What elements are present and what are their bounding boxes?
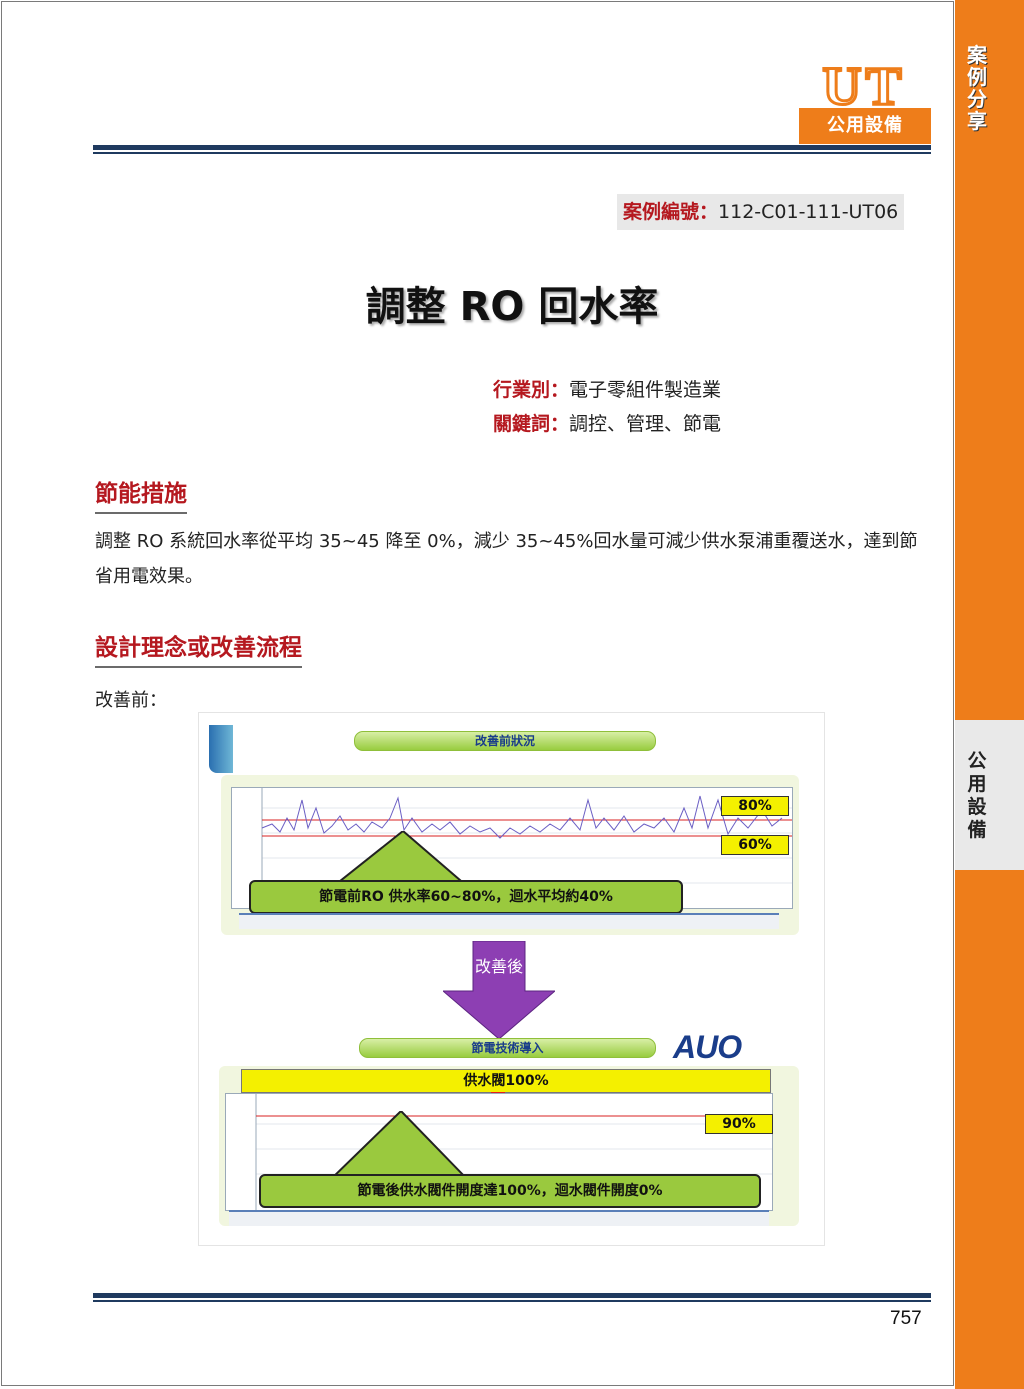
keywords-value: 調控、管理、節電 <box>569 413 722 435</box>
case-number-label: 案例編號： <box>623 201 719 223</box>
before-callout: 節電前RO 供水率60~80%，迴水平均約40% <box>249 880 683 914</box>
side-tab-utility[interactable]: 公 用 設 備 <box>955 750 999 842</box>
page-border <box>1 1 954 1386</box>
side-tab-grey <box>955 720 1024 870</box>
before-callout-pointer <box>325 831 475 893</box>
keywords-label: 關鍵詞： <box>493 413 570 435</box>
footer-rule <box>93 1293 931 1302</box>
before-status-pill: 改善前狀況 <box>354 731 656 751</box>
before-label: 改善前： <box>95 690 167 711</box>
keywords-line: 關鍵詞：調控、管理、節電 <box>493 409 721 436</box>
auo-logo: AUO <box>673 1029 742 1065</box>
before-chart-legend <box>239 913 779 929</box>
after-status-pill: 節電技術導入 <box>359 1038 656 1058</box>
measures-text: 調整 RO 系統回水率從平均 35~45 降至 0%，減少 35~45%回水量可… <box>95 531 918 587</box>
industry-value: 電子零組件製造業 <box>569 379 722 401</box>
corner-decoration <box>209 725 233 773</box>
page-number: 757 <box>890 1308 922 1329</box>
arrow-label: 改善後 <box>475 957 524 976</box>
side-tab-char: 案 <box>967 43 987 67</box>
design-heading: 設計理念或改善流程 <box>95 628 302 668</box>
page-title: 調整 RO 回水率 <box>365 284 659 330</box>
side-tab-char: 公 <box>967 750 987 772</box>
after-callout: 節電後供水閥件開度達100%，迴水閥件開度0% <box>259 1174 761 1208</box>
industry-line: 行業別：電子零組件製造業 <box>493 375 721 402</box>
before-trend-chart <box>261 788 792 908</box>
after-banner: 供水閥100% <box>241 1069 771 1093</box>
side-tab-char: 用 <box>967 773 987 795</box>
tag-60-percent: 60% <box>721 835 789 855</box>
before-after-figure: 改善前狀況 80% 60% 節電前RO 供水率60~80%，迴水平均約40% 改… <box>198 712 825 1246</box>
measures-heading: 節能措施 <box>95 474 187 514</box>
logo-label: 公用設備 <box>799 108 931 144</box>
ut-logo: UT <box>821 60 905 110</box>
industry-label: 行業別： <box>493 379 570 401</box>
tag-90-percent: 90% <box>705 1114 773 1134</box>
supply-rate-trend <box>261 795 783 839</box>
side-tab-char: 享 <box>967 109 987 133</box>
side-tab-orange-top <box>955 0 1024 720</box>
svg-text:UT: UT <box>822 60 905 110</box>
side-tab-case-share[interactable]: 案 例 分 享 <box>955 44 999 132</box>
header-rule <box>93 145 931 154</box>
side-tab-char: 備 <box>967 819 987 841</box>
side-tab-char: 分 <box>967 87 987 111</box>
after-callout-pointer <box>329 1111 469 1181</box>
down-arrow-icon <box>443 941 555 1039</box>
side-tab-orange-bottom <box>955 870 1024 1389</box>
after-chart-legend <box>229 1210 769 1226</box>
case-number-value: 112-C01-111-UT06 <box>718 201 899 223</box>
tag-80-percent: 80% <box>721 796 789 816</box>
side-tab-char: 例 <box>967 65 987 89</box>
case-number: 案例編號：112-C01-111-UT06 <box>617 194 905 230</box>
side-tab-char: 設 <box>967 796 987 818</box>
